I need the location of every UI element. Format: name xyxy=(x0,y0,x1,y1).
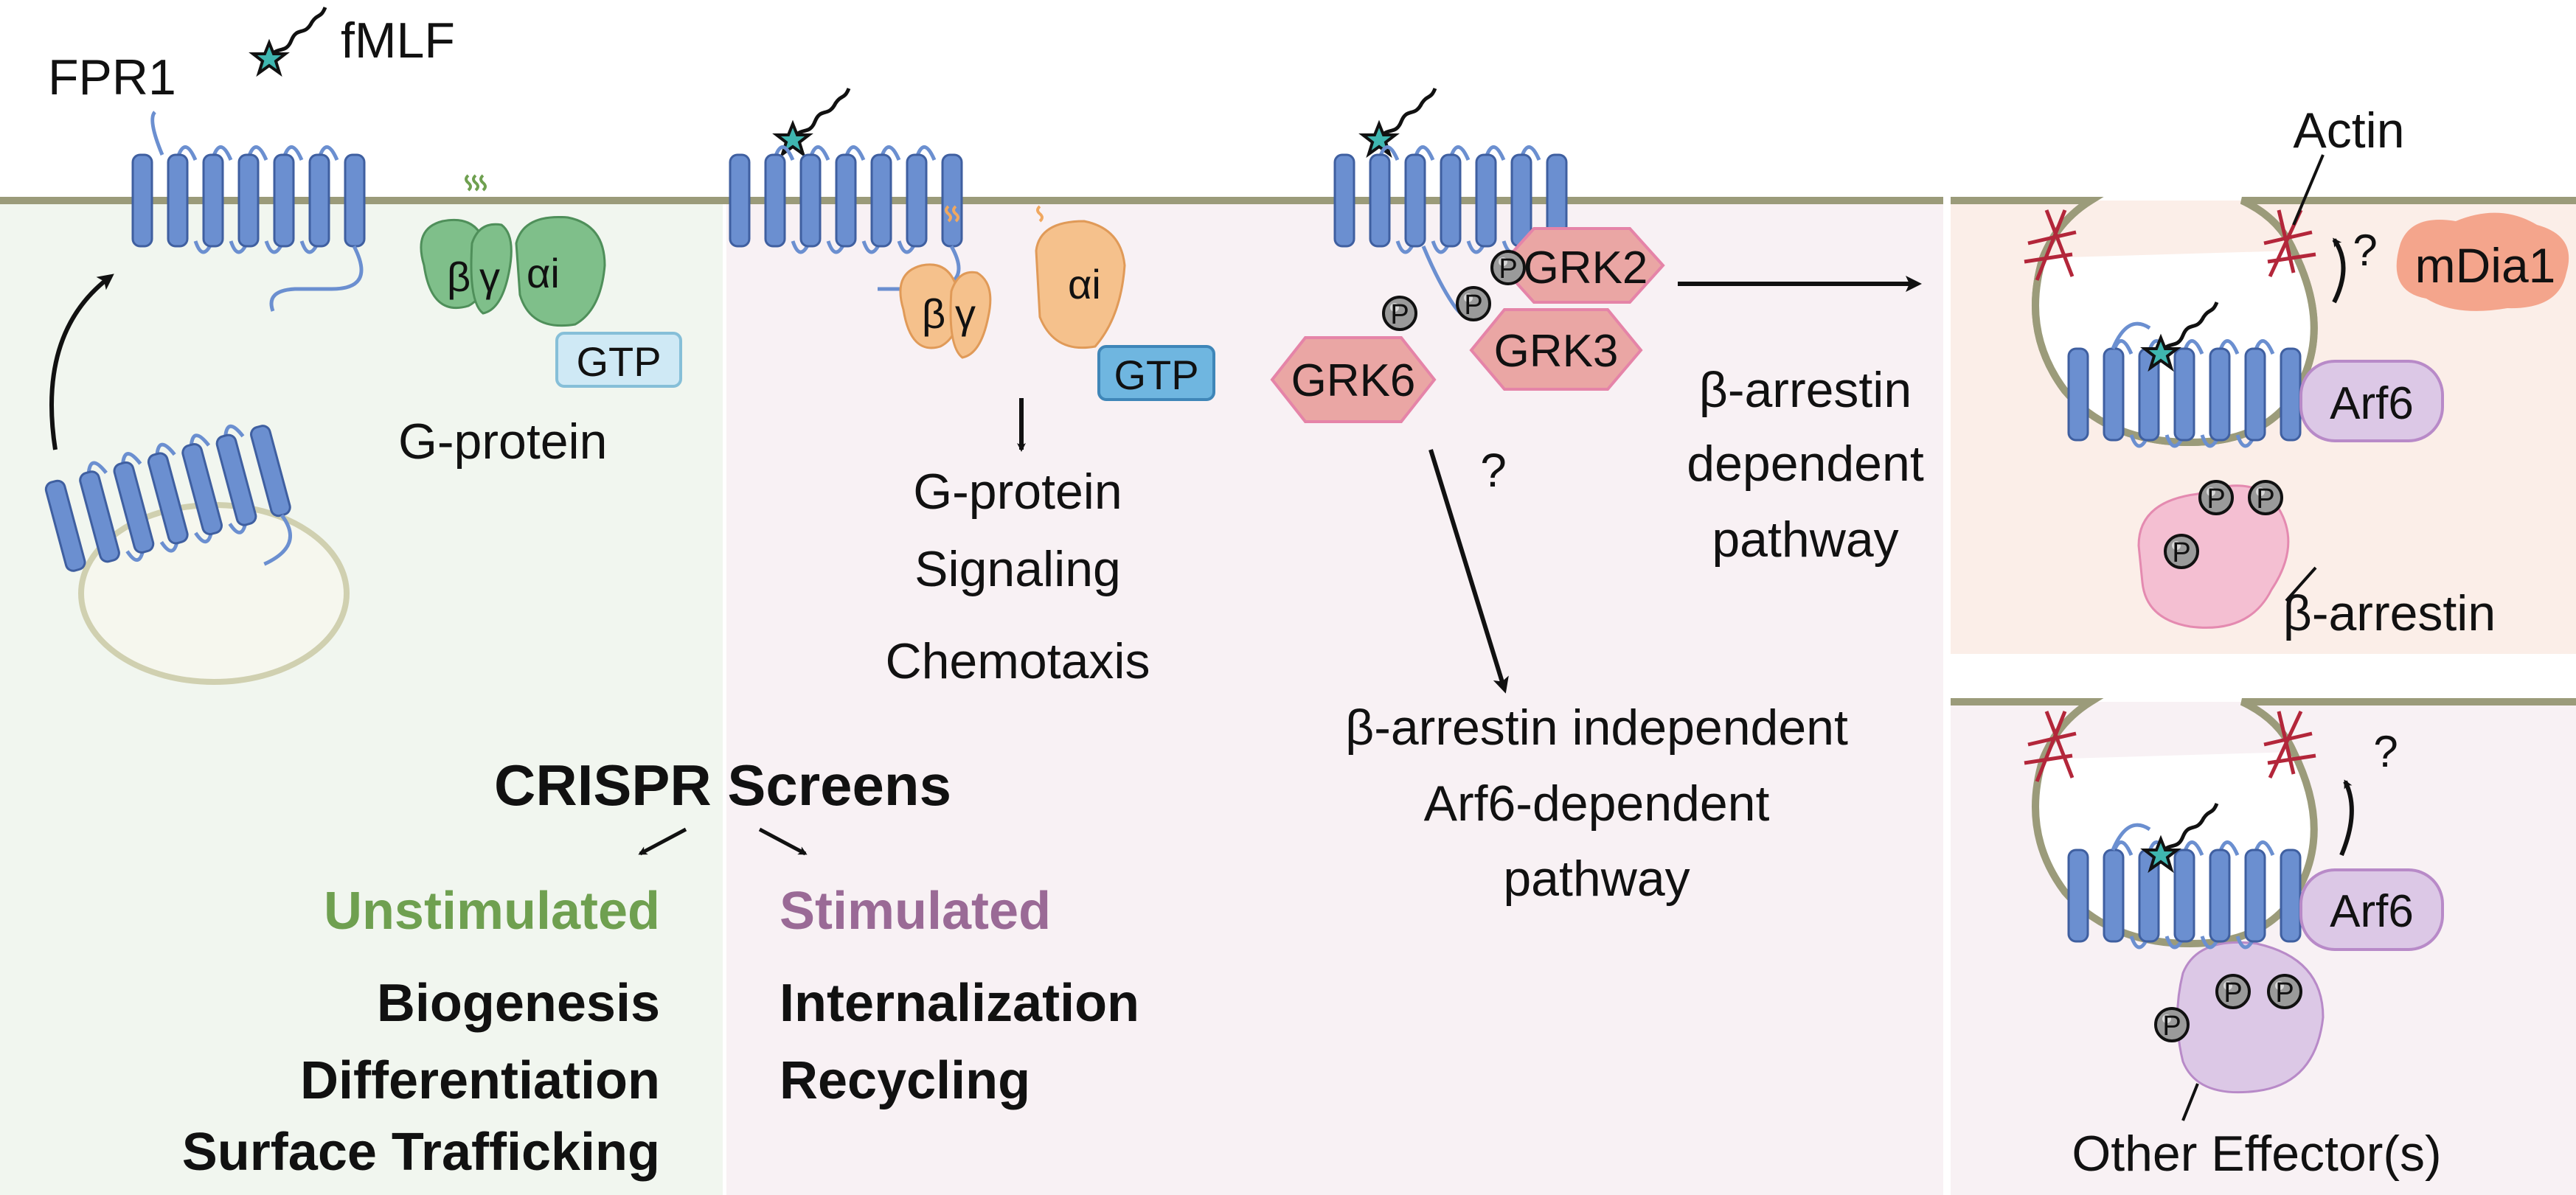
stimulated-item-internalization: Internalization xyxy=(780,974,1139,1033)
alpha-subunit-label: αi xyxy=(527,250,560,296)
dependent-line-2: dependent xyxy=(1687,436,1924,492)
arrow-stimulated xyxy=(758,827,808,856)
actin-filaments-bottom xyxy=(2024,710,2316,782)
unstimulated-item-surface-trafficking: Surface Trafficking xyxy=(182,1123,660,1182)
svg-text:P: P xyxy=(2223,978,2242,1008)
svg-text:P: P xyxy=(2207,484,2225,515)
g-protein-dissociated xyxy=(899,205,1215,401)
independent-line-2: Arf6-dependent xyxy=(1424,776,1770,832)
fpr1-receptor-surface xyxy=(133,111,364,312)
actin-label: Actin xyxy=(2293,102,2404,158)
fpr1-receptor-arrestin-pit xyxy=(2069,321,2300,446)
stimulated-item-recycling: Recycling xyxy=(780,1051,1030,1110)
arf6-shape-effector xyxy=(2299,868,2444,951)
svg-text:P: P xyxy=(1499,254,1517,285)
signaling-line-2: Signaling xyxy=(914,541,1121,597)
gamma-subunit-label: γ xyxy=(479,254,500,300)
svg-text:P: P xyxy=(2275,978,2294,1008)
phospho-sites-effector: P P P xyxy=(2154,974,2302,1042)
gamma-subunit-label-active: γ xyxy=(955,290,976,337)
arf6-shape-arrestin xyxy=(2299,360,2444,442)
unstimulated-item-differentiation: Differentiation xyxy=(300,1051,660,1110)
trafficking-arrow xyxy=(49,274,114,450)
unstimulated-heading: Unstimulated xyxy=(324,882,660,941)
arf6-label-arrestin: Arf6 xyxy=(2330,378,2414,429)
phospho-sites-grk: P P P xyxy=(1382,250,1526,331)
svg-text:P: P xyxy=(1390,299,1409,330)
phospho-sites-arrestin: P P P xyxy=(2164,480,2283,569)
fpr1-label: FPR1 xyxy=(48,49,176,105)
fmlf-bound-icon xyxy=(777,88,849,154)
g-protein-inactive xyxy=(420,174,682,388)
signaling-line-1: G-protein xyxy=(913,464,1122,520)
grk-kinases xyxy=(1270,227,1665,423)
actin-pointer xyxy=(2292,154,2325,226)
arf6-actin-arrow xyxy=(2332,237,2346,304)
other-effector-shape xyxy=(2176,941,2325,1094)
effector-pointer xyxy=(2181,1083,2199,1121)
effector-question-mark: ? xyxy=(2373,727,2398,776)
svg-text:P: P xyxy=(2256,484,2274,515)
fmlf-bound-icon-grk xyxy=(1363,88,1435,154)
arrestin-pointer xyxy=(2285,566,2317,602)
beta-subunit-label-active: β xyxy=(922,290,945,337)
chemotaxis-label: Chemotaxis xyxy=(885,633,1150,689)
mdia1-shape xyxy=(2396,212,2569,311)
arrestin-label: β-arrestin xyxy=(2283,585,2496,641)
independent-line-3: pathway xyxy=(1503,851,1690,907)
svg-text:P: P xyxy=(2172,537,2190,568)
independent-line-1: β-arrestin independent xyxy=(1345,700,1848,756)
arrow-unstimulated xyxy=(638,827,687,856)
dependent-line-1: β-arrestin xyxy=(1699,362,1912,418)
svg-text:P: P xyxy=(2162,1011,2181,1042)
stimulated-heading: Stimulated xyxy=(780,882,1051,941)
arrestin-shape xyxy=(2137,484,2290,629)
g-protein-label: G-protein xyxy=(398,414,607,470)
fmlf-label: fMLF xyxy=(341,13,455,69)
crispr-screens-title: CRISPR Screens xyxy=(494,753,951,818)
arrow-independent-pathway xyxy=(1428,449,1509,694)
arf6-effector-arrow xyxy=(2339,779,2354,857)
beta-subunit-label: β xyxy=(447,254,471,300)
gtp-label-active: GTP xyxy=(1114,352,1198,398)
actin-question-mark: ? xyxy=(2353,226,2377,275)
grk6-label: GRK6 xyxy=(1291,355,1416,406)
svg-text:P: P xyxy=(1464,290,1482,321)
grk2-label: GRK2 xyxy=(1524,243,1648,293)
other-effector-label: Other Effector(s) xyxy=(2072,1126,2441,1182)
grk-question-mark: ? xyxy=(1480,444,1507,497)
fpr1-receptor-effector-pit xyxy=(2069,823,2300,947)
fmlf-ligand-icon xyxy=(253,7,325,73)
dependent-line-3: pathway xyxy=(1712,512,1898,568)
arf6-label-effector: Arf6 xyxy=(2330,886,2414,937)
grk3-label: GRK3 xyxy=(1494,326,1619,377)
gtp-label-inactive: GTP xyxy=(576,338,661,385)
fpr1-receptor-vesicle xyxy=(42,417,302,613)
alpha-subunit-label-active: αi xyxy=(1068,261,1101,307)
mdia1-label: mDia1 xyxy=(2415,238,2556,293)
actin-filaments-top xyxy=(2024,209,2316,281)
unstimulated-item-biogenesis: Biogenesis xyxy=(377,974,660,1033)
